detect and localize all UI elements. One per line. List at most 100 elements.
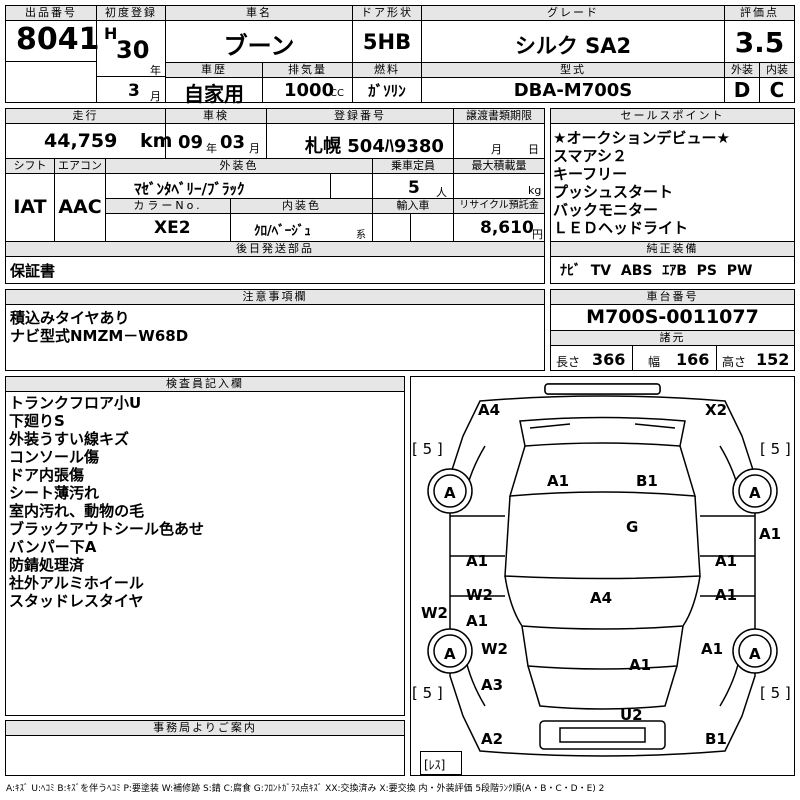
diag-G: G <box>626 518 639 536</box>
inspection-label: 車検 <box>166 109 266 124</box>
history: 自家用 <box>184 82 244 106</box>
sales-list: ★オークションデビュー★ スマアシ２ キーフリー プッシュスタート バックモニタ… <box>553 129 730 237</box>
height: 152 <box>756 350 790 369</box>
top-section <box>5 5 795 103</box>
diag-A3: A3 <box>481 676 504 694</box>
door-type: 5HB <box>362 30 412 54</box>
diag-tire-fl: [ 5 ] <box>412 440 443 458</box>
interior-color: ｸﾛ/ﾍﾞｰｼﾞｭ <box>254 224 311 239</box>
lot-no: 8041 <box>16 22 100 57</box>
ac: AAC <box>58 196 102 218</box>
capacity-unit: 人 <box>436 186 447 199</box>
length: 366 <box>592 350 626 369</box>
color-no-label: カラーNo. <box>106 199 230 214</box>
sales-item: スマアシ２ <box>553 147 627 165</box>
diag-roof-A1: A1 <box>547 472 570 490</box>
details-section <box>5 108 545 284</box>
spec-label: 諸元 <box>551 331 794 346</box>
car-name-label: 車名 <box>166 6 352 21</box>
fuel-label: 燃料 <box>353 63 421 78</box>
legend: A:ｷｽﾞ U:ﾍｺﾐ B:ｷｽﾞを伴うﾍｺﾐ P:要塗装 W:補修跡 S:錆 … <box>6 784 605 794</box>
notes-label: 注意事項欄 <box>6 290 544 305</box>
era: H <box>104 24 118 43</box>
diag-X2: X2 <box>705 401 728 419</box>
mileage-label: 走行 <box>6 109 165 124</box>
door-label: ドア形状 <box>353 6 421 21</box>
reg-no: 札幌 504ﾊ9380 <box>305 136 444 157</box>
insp-year-unit: 年 <box>206 142 217 155</box>
model-label: 型式 <box>422 63 724 78</box>
history-label: 車歴 <box>166 63 262 78</box>
inspector-item: 下廻りS <box>9 412 65 430</box>
note-item: ナビ型式NMZM－W68D <box>10 327 189 345</box>
insp-month: 03 <box>220 132 246 153</box>
recycle-label: リサイクル預託金 <box>454 199 544 214</box>
inspector-item: トランクフロア小U <box>9 394 142 412</box>
equip-label: 純正装備 <box>551 242 794 257</box>
payload-unit: kg <box>528 184 542 197</box>
equip: ﾅﾋﾞ TV ABS ｴｱB PS PW <box>560 263 753 279</box>
month: 3 <box>128 81 140 101</box>
ac-label: エアコン <box>55 159 105 174</box>
inspector-item: ドア内張傷 <box>9 466 85 484</box>
interior-unit: 系 <box>356 230 366 241</box>
ext-grade: D <box>733 78 751 102</box>
notes-section <box>5 289 545 371</box>
height-label: 高さ <box>722 355 747 369</box>
transfer-day: 日 <box>528 143 539 156</box>
length-label: 長さ <box>556 355 581 369</box>
inspector-item: バンパー下A <box>9 538 97 556</box>
sales-item: ★オークションデビュー★ <box>553 129 730 147</box>
diag-wheel-rr: A <box>749 645 761 663</box>
year-unit: 年 <box>150 64 161 77</box>
notes-list: 積込みタイヤあり ナビ型式NMZM－W68D <box>10 309 188 345</box>
cc-unit: CC <box>330 88 344 99</box>
insp-year: 09 <box>178 132 204 153</box>
reg-no-label: 登録番号 <box>267 109 453 124</box>
office-section <box>5 720 405 776</box>
km-unit: km <box>140 130 173 152</box>
insp-month-unit: 月 <box>249 142 260 155</box>
diag-right-A1: A1 <box>759 525 782 543</box>
diag-W2-side: W2 <box>421 604 448 622</box>
spare-box <box>420 751 462 775</box>
diag-wheel-rl: A <box>444 645 456 663</box>
inspector-item: 防錆処理済 <box>9 556 85 574</box>
diag-wheel-fr: A <box>749 484 761 502</box>
diag-A4-mid: A4 <box>590 589 613 607</box>
diag-B1-bottom: B1 <box>705 730 727 748</box>
diag-U2: U2 <box>620 706 643 724</box>
interior-color-label: 内装色 <box>231 199 372 214</box>
transfer-month: 月 <box>491 143 502 156</box>
grade: シルク SA2 <box>514 34 632 58</box>
width-label: 幅 <box>648 355 661 369</box>
sales-item: プッシュスタート <box>553 183 674 201</box>
displacement-label: 排気量 <box>263 63 352 78</box>
ext-label: 外装 <box>725 63 759 78</box>
diag-spare: [ﾚｽ] <box>424 758 446 772</box>
diag-wheel-fl: A <box>444 484 456 502</box>
inspector-item: コンソール傷 <box>9 448 100 466</box>
color-label: 外装色 <box>106 159 372 174</box>
fuel: ｶﾞｿﾘﾝ <box>368 82 406 100</box>
diag-door-r1: A1 <box>715 552 738 570</box>
score: 3.5 <box>734 26 785 59</box>
later-parts-value: 保証書 <box>10 262 56 280</box>
capacity: 5 <box>408 178 420 198</box>
int-label: 内装 <box>760 63 794 78</box>
inspector-item: 外装うすい線キズ <box>9 430 130 448</box>
int-grade: C <box>769 78 785 102</box>
diag-W2-l2: W2 <box>481 640 508 658</box>
shift-label: シフト <box>6 159 54 174</box>
office-label: 事務局よりご案内 <box>6 721 404 736</box>
sales-item: バックモニター <box>553 201 659 219</box>
diag-door-l2: A1 <box>466 612 489 630</box>
diag-rear-r: A1 <box>701 640 724 658</box>
import-label: 輸入車 <box>373 199 453 214</box>
car-outline <box>427 383 778 757</box>
diag-roof-B1: B1 <box>636 472 658 490</box>
shift: IAT <box>13 196 47 218</box>
diag-A2: A2 <box>481 730 504 748</box>
inspector-list: トランクフロア小U 下廻りS 外装うすい線キズ コンソール傷 ドア内張傷 シート… <box>9 394 204 610</box>
chassis-no: M700S-0011077 <box>586 306 759 328</box>
